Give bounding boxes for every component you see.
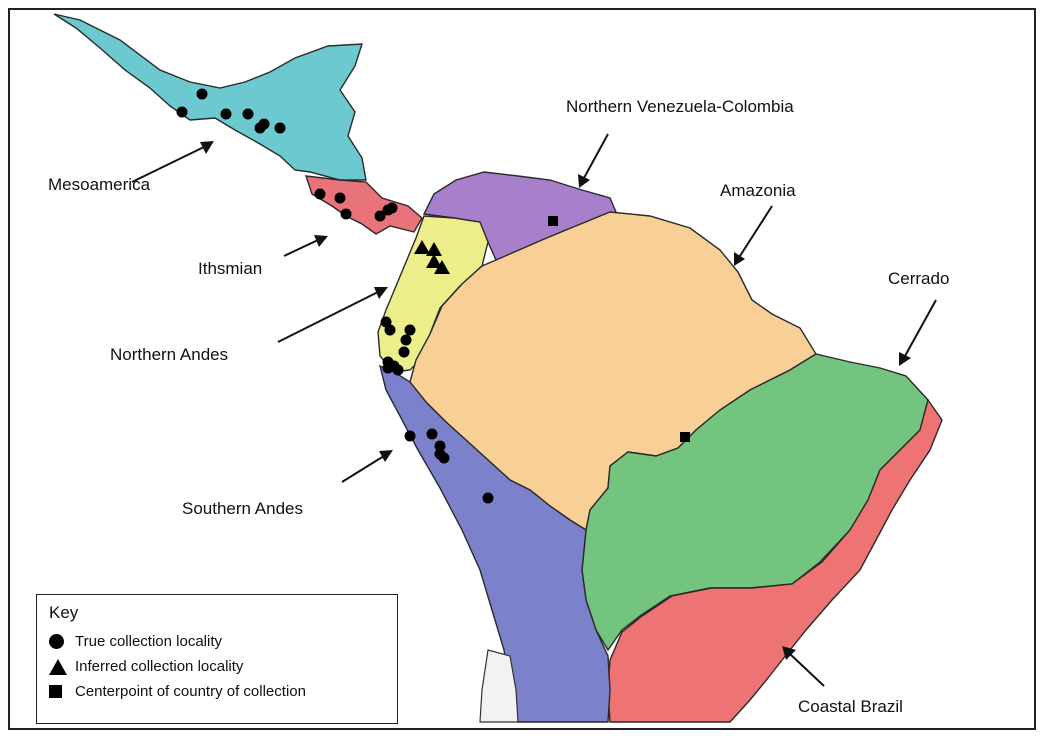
map-key: Key True collection locality Inferred co… [36, 594, 398, 724]
locality-point [392, 364, 404, 376]
triangle-icon [49, 658, 75, 676]
true-collection-localities [176, 88, 494, 504]
locality-point [404, 430, 416, 442]
centerpoint-marker [680, 432, 690, 442]
key-title: Key [49, 603, 79, 622]
key-item-label: True collection locality [75, 633, 223, 650]
country-centerpoints [548, 216, 690, 442]
locality-point [258, 118, 270, 130]
key-item-label: Centerpoint of country of collection [75, 683, 306, 700]
label-arrows [131, 133, 937, 687]
region-mesoamerica [53, 13, 367, 181]
inferred-point [426, 242, 442, 256]
key-item-label: Inferred collection locality [75, 658, 244, 675]
locality-point [242, 108, 254, 120]
region-map: Mesoamerica Ithsmian Northern Andes Nort… [48, 13, 949, 723]
landmass-south-unclassified [479, 649, 519, 723]
locality-point [482, 492, 494, 504]
locality-point [340, 208, 352, 220]
square-icon [49, 683, 75, 701]
inferred-collection-localities [414, 240, 450, 274]
locality-point [374, 210, 386, 222]
label-coastal-brazil: Coastal Brazil [798, 697, 903, 716]
locality-point [434, 440, 446, 452]
map-frame: Mesoamerica Ithsmian Northern Andes Nort… [8, 8, 1036, 730]
key-item-inferred-locality: Inferred collection locality [49, 654, 385, 679]
key-item-country-centerpoint: Centerpoint of country of collection [49, 679, 385, 704]
locality-point [384, 324, 396, 336]
label-northern-andes: Northern Andes [110, 345, 228, 364]
label-amazonia: Amazonia [720, 181, 796, 200]
label-cerrado: Cerrado [888, 269, 949, 288]
region-ithsmian [304, 175, 423, 235]
locality-point [334, 192, 346, 204]
locality-point [404, 324, 416, 336]
key-item-true-locality: True collection locality [49, 629, 385, 654]
centerpoint-marker [548, 216, 558, 226]
label-northern-venezuela-colombia: Northern Venezuela-Colombia [566, 97, 794, 116]
locality-point [176, 106, 188, 118]
locality-point [220, 108, 232, 120]
locality-point [426, 428, 438, 440]
locality-point [274, 122, 286, 134]
locality-point [386, 202, 398, 214]
label-ithsmian: Ithsmian [198, 259, 262, 278]
label-mesoamerica: Mesoamerica [48, 175, 151, 194]
locality-point [438, 452, 450, 464]
locality-point [398, 346, 410, 358]
locality-point [400, 334, 412, 346]
inferred-point [414, 240, 430, 254]
inferred-point [426, 254, 442, 268]
label-southern-andes: Southern Andes [182, 499, 303, 518]
inferred-point [434, 260, 450, 274]
locality-point [382, 362, 394, 374]
locality-point [314, 188, 326, 200]
circle-icon [49, 633, 75, 651]
locality-point [196, 88, 208, 100]
